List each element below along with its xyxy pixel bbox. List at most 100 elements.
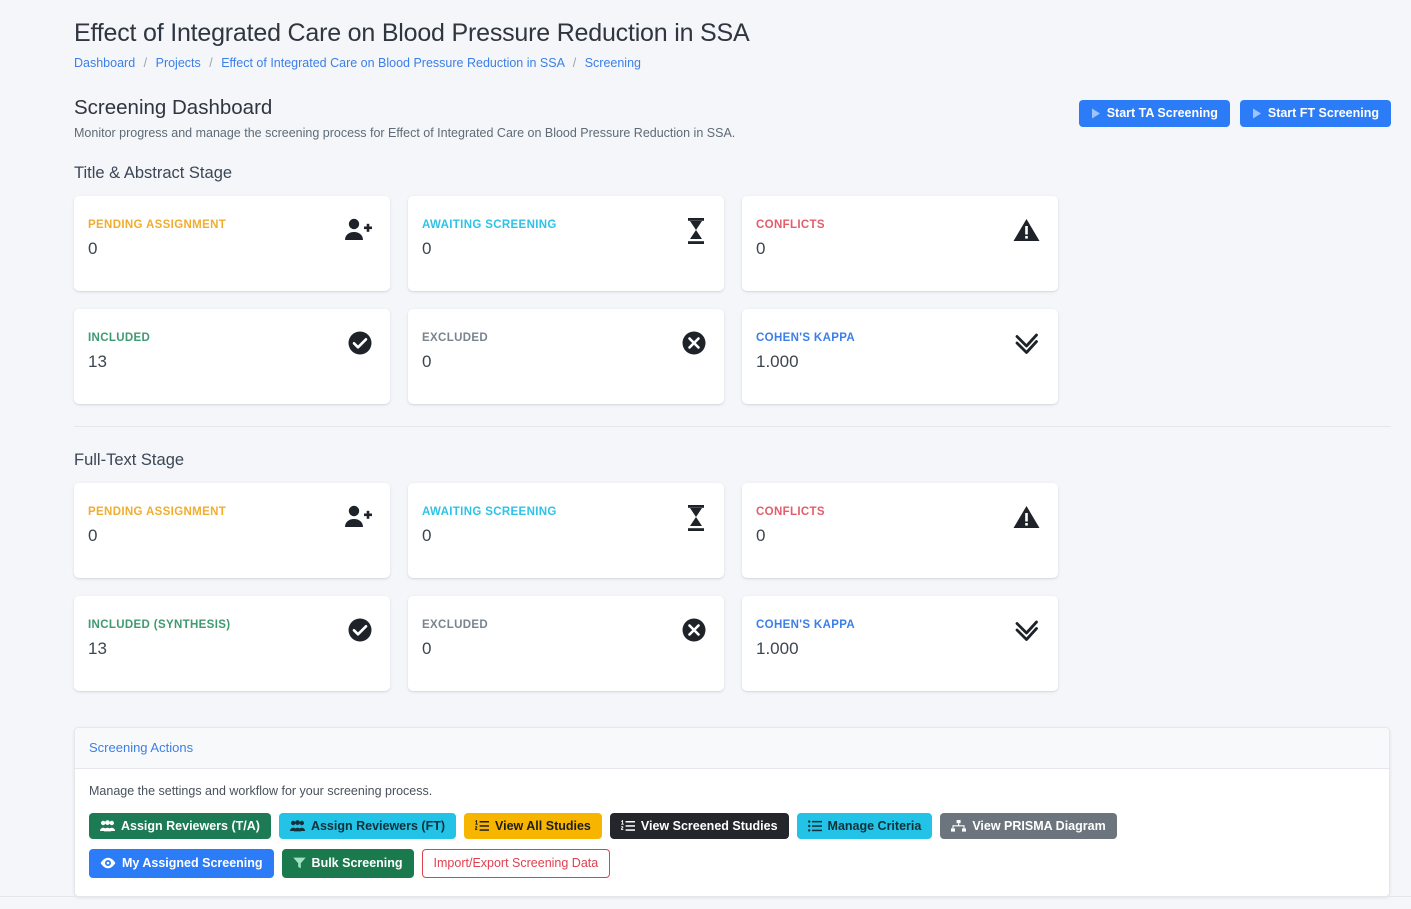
stat-card-label: Excluded — [422, 331, 489, 344]
header-action-buttons: Start TA Screening Start FT Screening — [1078, 96, 1391, 127]
manage-criteria-label: Manage Criteria — [827, 818, 922, 833]
stat-card-value: 0 — [422, 351, 432, 371]
double-check-icon — [1014, 331, 1040, 355]
stat-card-value: 0 — [88, 238, 98, 258]
x-circle-icon — [682, 618, 706, 642]
stat-card-value: 13 — [88, 638, 107, 658]
page-title: Effect of Integrated Care on Blood Press… — [74, 19, 750, 47]
breadcrumb-item-dashboard[interactable]: Dashboard — [74, 56, 136, 70]
stat-card-value: 1.000 — [756, 351, 799, 371]
stat-card-ta-awaiting-screening[interactable]: Awaiting Screening 0 — [408, 195, 724, 291]
stat-card-label: Excluded — [422, 618, 489, 631]
stat-card-value: 0 — [756, 238, 766, 258]
user-plus-icon — [344, 218, 372, 242]
stat-card-ft-included-synthesis[interactable]: Included (Synthesis) 13 — [74, 595, 390, 691]
list-ol-icon — [620, 819, 635, 832]
stat-card-ft-awaiting-screening[interactable]: Awaiting Screening 0 — [408, 482, 724, 578]
play-icon — [1252, 108, 1262, 119]
stat-card-label: Included (Synthesis) — [88, 618, 231, 631]
assign-reviewers-ft-button[interactable]: Assign Reviewers (FT) — [278, 812, 457, 840]
bulk-screening-button[interactable]: Bulk Screening — [281, 849, 414, 878]
stat-card-ta-pending-assignment[interactable]: Pending Assignment 0 — [74, 195, 390, 291]
stat-card-value: 1.000 — [756, 638, 799, 658]
stat-card-ft-excluded[interactable]: Excluded 0 — [408, 595, 724, 691]
start-ft-screening-button[interactable]: Start FT Screening — [1239, 100, 1391, 127]
screening-actions-description: Manage the settings and workflow for you… — [89, 783, 433, 798]
stat-card-value: 0 — [756, 525, 766, 545]
play-icon — [1091, 108, 1101, 119]
stat-card-label: Awaiting Screening — [422, 218, 557, 231]
screening-actions-title: Screening Actions — [89, 739, 194, 755]
import-export-screening-data-label: Import/Export Screening Data — [433, 856, 599, 871]
stat-card-value: 0 — [422, 525, 432, 545]
users-icon — [100, 820, 115, 832]
stat-card-label: Pending Assignment — [88, 218, 227, 231]
dashboard-subtitle: Monitor progress and manage the screenin… — [74, 125, 736, 140]
stat-card-value: 0 — [422, 238, 432, 258]
stat-card-label: Conflicts — [756, 218, 825, 231]
stat-card-label: Cohen's Kappa — [756, 331, 856, 344]
breadcrumb-item-screening[interactable]: Screening — [584, 56, 641, 70]
start-ta-screening-label: Start TA Screening — [1106, 106, 1218, 120]
dashboard-title: Screening Dashboard — [74, 96, 273, 119]
assign-reviewers-ta-button[interactable]: Assign Reviewers (T/A) — [89, 812, 271, 840]
stat-card-ft-cohens-kappa[interactable]: Cohen's Kappa 1.000 — [742, 595, 1058, 691]
screening-actions-row-1: Assign Reviewers (T/A) Assign Reviewers … — [89, 812, 1375, 840]
check-circle-icon — [348, 618, 372, 642]
import-export-screening-data-button[interactable]: Import/Export Screening Data — [421, 849, 611, 878]
stat-card-label: Pending Assignment — [88, 505, 227, 518]
view-prisma-diagram-label: View PRISMA Diagram — [972, 818, 1106, 833]
users-icon — [289, 820, 305, 832]
ta-stage-title: Title & Abstract Stage — [74, 163, 233, 182]
stat-card-label: Conflicts — [756, 505, 825, 518]
dashboard-header-text: Screening Dashboard Monitor progress and… — [74, 96, 735, 140]
hourglass-icon — [686, 504, 706, 531]
eye-icon — [100, 857, 116, 869]
breadcrumb-item-projects[interactable]: Projects — [155, 56, 201, 70]
dashboard-header: Screening Dashboard Monitor progress and… — [74, 96, 1391, 140]
screening-actions-panel: Screening Actions Manage the settings an… — [74, 726, 1390, 897]
manage-criteria-button[interactable]: Manage Criteria — [796, 812, 933, 840]
breadcrumb-item-project[interactable]: Effect of Integrated Care on Blood Press… — [221, 56, 565, 70]
bulk-screening-label: Bulk Screening — [311, 856, 403, 871]
breadcrumb: Dashboard / Projects / Effect of Integra… — [74, 56, 1391, 70]
screening-actions-row-2: My Assigned Screening Bulk Screening Imp… — [89, 849, 1375, 878]
breadcrumb-separator: / — [143, 56, 148, 70]
stat-card-ta-excluded[interactable]: Excluded 0 — [408, 308, 724, 404]
assign-reviewers-ta-label: Assign Reviewers (T/A) — [121, 818, 260, 833]
ta-stage-cards: Pending Assignment 0 Awaiting Screening … — [74, 195, 1391, 404]
view-screened-studies-label: View Screened Studies — [640, 818, 778, 833]
stat-card-ta-cohens-kappa[interactable]: Cohen's Kappa 1.000 — [742, 308, 1058, 404]
hourglass-icon — [686, 217, 706, 244]
user-plus-icon — [344, 505, 372, 529]
breadcrumb-separator: / — [572, 56, 577, 70]
start-ta-screening-button[interactable]: Start TA Screening — [1078, 100, 1230, 127]
check-circle-icon — [348, 331, 372, 355]
stat-card-value: 0 — [88, 525, 98, 545]
screening-actions-header: Screening Actions — [75, 727, 1389, 769]
stage-divider — [74, 425, 1391, 427]
my-assigned-screening-button[interactable]: My Assigned Screening — [89, 849, 274, 878]
page-bottom-divider — [0, 896, 1411, 897]
stat-card-ft-conflicts[interactable]: Conflicts 0 — [742, 482, 1058, 578]
start-ft-screening-label: Start FT Screening — [1267, 106, 1379, 120]
breadcrumb-separator: / — [209, 56, 213, 70]
view-all-studies-label: View All Studies — [495, 818, 591, 833]
stat-card-label: Cohen's Kappa — [756, 618, 856, 631]
view-prisma-diagram-button[interactable]: View PRISMA Diagram — [940, 812, 1117, 840]
list-ol-icon — [474, 819, 490, 832]
stat-card-ta-included[interactable]: Included 13 — [74, 308, 390, 404]
stat-card-label: Included — [88, 331, 151, 344]
double-check-icon — [1014, 618, 1040, 642]
stat-card-ft-pending-assignment[interactable]: Pending Assignment 0 — [74, 482, 390, 578]
view-all-studies-button[interactable]: View All Studies — [464, 812, 602, 840]
x-circle-icon — [682, 331, 706, 355]
warning-triangle-icon — [1013, 218, 1040, 242]
filter-icon — [292, 857, 306, 869]
view-screened-studies-button[interactable]: View Screened Studies — [609, 812, 789, 840]
stat-card-ta-conflicts[interactable]: Conflicts 0 — [742, 195, 1058, 291]
ft-stage-title: Full-Text Stage — [74, 450, 185, 469]
ft-stage-cards: Pending Assignment 0 Awaiting Screening … — [74, 482, 1391, 691]
my-assigned-screening-label: My Assigned Screening — [122, 856, 263, 871]
